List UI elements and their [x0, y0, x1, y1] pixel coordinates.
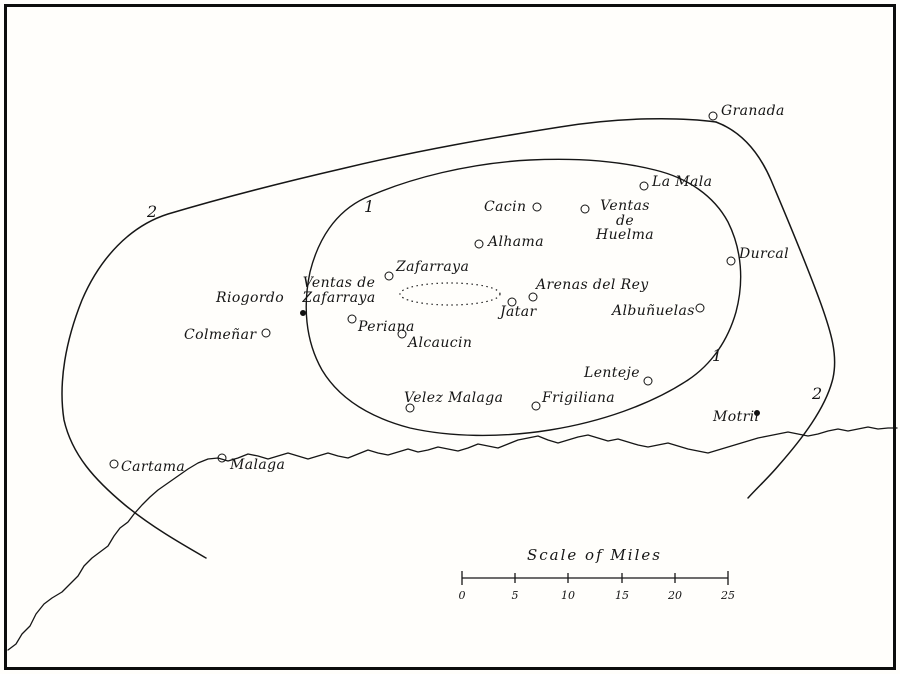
town-label: Riogordo	[216, 290, 285, 306]
town-label: Ventas de Zafarraya	[302, 275, 376, 306]
town-marker	[643, 376, 653, 386]
town-label: Durcal	[739, 246, 789, 262]
isoseismal-outer-contour-right	[715, 121, 836, 499]
town-label: Colmeñar	[184, 327, 257, 343]
town-label: Frigiliana	[542, 390, 615, 406]
town-marker	[109, 459, 119, 469]
isoseismal-inner-contour	[305, 158, 742, 437]
scale-tick-5: 5	[511, 589, 519, 602]
town-label: Cacin	[484, 199, 527, 215]
town-label: Velez Malaga	[404, 390, 504, 406]
epicentral-dotted-ellipse	[399, 282, 501, 306]
contour-label-outer-left: 2	[147, 202, 158, 221]
town-marker	[580, 204, 590, 214]
town-label: Malaga	[230, 457, 286, 473]
town-marker	[405, 403, 415, 413]
town-label: Zafarraya	[396, 259, 470, 275]
town-label: Lenteje	[584, 365, 640, 381]
town-marker	[532, 202, 542, 212]
town-marker	[639, 181, 649, 191]
scale-title: Scale of Miles	[527, 546, 662, 564]
town-label: Motril	[713, 409, 760, 425]
town-marker	[261, 328, 271, 338]
town-label: Jatar	[500, 304, 537, 320]
town-marker	[528, 292, 538, 302]
town-label: La Mala	[652, 174, 713, 190]
scale-tick-10: 10	[561, 589, 575, 602]
town-label: Granada	[721, 103, 785, 119]
town-marker	[384, 271, 394, 281]
contour-label-inner-left: 1	[364, 197, 375, 216]
contour-label-outer-right: 2	[812, 384, 823, 403]
town-label: Arenas del Rey	[536, 277, 649, 293]
town-marker	[754, 410, 760, 416]
scale-tick-25: 25	[721, 589, 735, 602]
scale-tick-0: 0	[458, 589, 466, 602]
town-marker	[397, 329, 407, 339]
town-label: Alcaucin	[408, 335, 473, 351]
coastline	[7, 426, 898, 651]
town-marker	[531, 401, 541, 411]
town-label: Albuñuelas	[612, 303, 695, 319]
town-label: Cartama	[121, 459, 186, 475]
contour-label-inner-right: 1	[712, 346, 723, 365]
scale-bar	[461, 571, 729, 585]
town-marker	[217, 453, 227, 463]
scale-tick-15: 15	[615, 589, 629, 602]
town-marker	[507, 297, 517, 307]
scale-tick-20: 20	[668, 589, 682, 602]
isoseismal-outer-contour	[61, 117, 717, 559]
town-label: Alhama	[488, 234, 544, 250]
town-marker	[708, 111, 718, 121]
town-marker	[695, 303, 705, 313]
town-label: Ventas de Huelma	[595, 198, 654, 244]
town-marker	[300, 310, 306, 316]
town-marker	[347, 314, 357, 324]
town-marker	[726, 256, 736, 266]
town-marker	[474, 239, 484, 249]
